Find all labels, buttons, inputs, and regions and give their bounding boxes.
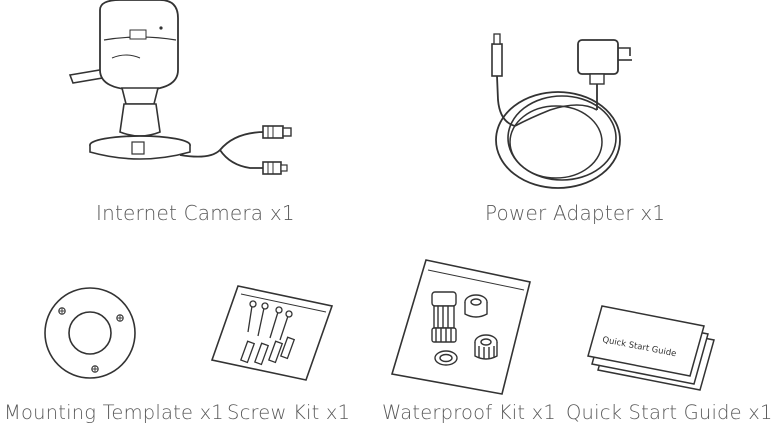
waterproof-kit-caption: Waterproof Kit x1 [382, 401, 556, 424]
power-adapter-caption: Power Adapter x1 [485, 201, 666, 225]
mounting-template-icon [44, 287, 136, 379]
mounting-template-caption: Mounting Template x1 [4, 401, 224, 424]
quick-start-guide-icon: Quick Start Guide [587, 305, 715, 391]
internet-camera-caption: Internet Camera x1 [96, 201, 295, 225]
internet-camera-icon [68, 0, 292, 175]
screw-kit-icon [210, 285, 334, 381]
power-adapter-icon [491, 33, 632, 189]
screw-kit-caption: Screw Kit x1 [227, 401, 351, 424]
waterproof-kit-icon [390, 259, 531, 395]
quick-start-guide-caption: Quick Start Guide x1 [566, 401, 773, 424]
